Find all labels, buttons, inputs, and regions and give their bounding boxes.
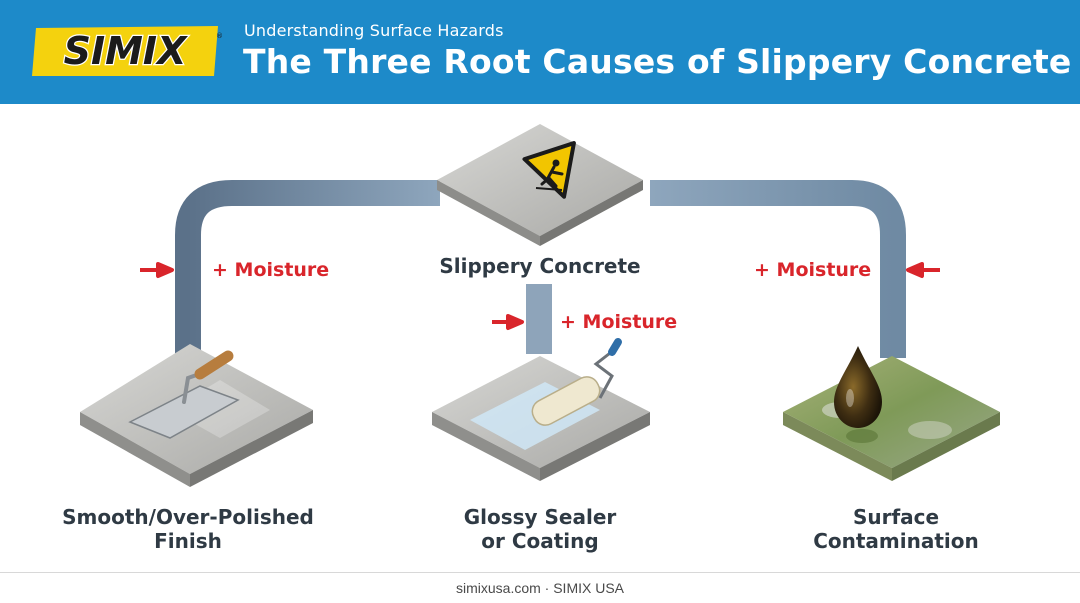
- moisture-arrow-center: [492, 314, 524, 330]
- footer-divider: [0, 572, 1080, 573]
- cause-label-sealer: Glossy Sealer or Coating: [463, 505, 617, 553]
- footer-text: simixusa.com · SIMIX USA: [455, 580, 625, 596]
- connector-center: [526, 284, 552, 354]
- page-subtitle: Understanding Surface Hazards: [244, 21, 504, 40]
- simix-logo: SIMIX ®: [32, 26, 223, 76]
- center-label: Slippery Concrete: [439, 254, 641, 278]
- paint-roller-icon: [531, 338, 622, 426]
- moisture-label-right: + Moisture: [754, 259, 872, 281]
- moisture-arrow-right: [906, 262, 940, 278]
- center-slab: [437, 124, 643, 246]
- connector-left: [175, 180, 440, 358]
- trowel-icon: [128, 350, 240, 439]
- cause-label-contamination: Surface Contamination: [813, 505, 979, 553]
- header-banner: SIMIX ® Understanding Surface Hazards Th…: [0, 0, 1080, 104]
- moisture-label-center: + Moisture: [560, 311, 678, 333]
- svg-text:®: ®: [216, 32, 223, 40]
- slab-contaminated: [783, 346, 1000, 481]
- slab-polished: [80, 344, 313, 487]
- slip-warning-icon: [522, 141, 576, 199]
- logo-text: SIMIX: [64, 29, 188, 73]
- moisture-label-left: + Moisture: [212, 259, 330, 281]
- slab-sealer: [432, 338, 650, 481]
- page-title: The Three Root Causes of Slippery Concre…: [243, 42, 1072, 81]
- moisture-arrow-left: [140, 262, 174, 278]
- causes-diagram: [80, 124, 1000, 487]
- oil-drop-icon: [834, 346, 882, 428]
- connector-right: [650, 180, 906, 358]
- cause-label-polished: Smooth/Over-Polished Finish: [62, 505, 314, 553]
